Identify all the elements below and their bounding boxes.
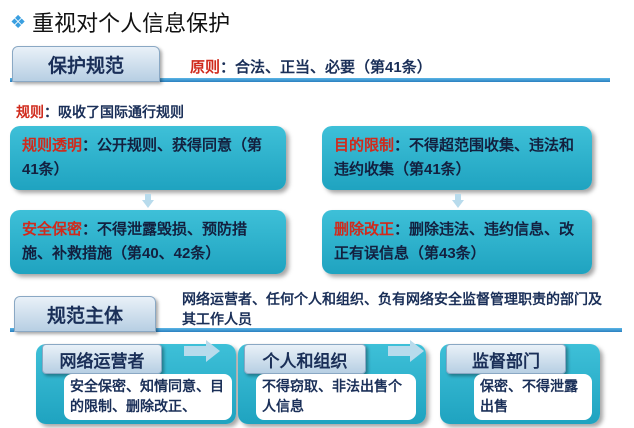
principle-text: ：合法、正当、必要（第41条） — [220, 59, 432, 76]
principle-label: 原则 — [190, 59, 221, 76]
subject-supervisor-label: 监督部门 — [472, 351, 540, 371]
section-underline — [10, 78, 610, 82]
subject-tab-label: 规范主体 — [46, 305, 123, 327]
subject-network-operator-label: 网络运营者 — [59, 351, 145, 371]
box-transparency: 规则透明：公开规则、获得同意（第41条） — [10, 126, 286, 190]
box-delete-correct: 删除改正：删除违法、违约信息、改正有误信息（第43条） — [322, 210, 592, 274]
subject-description: 网络运营者、任何个人和组织、负有网络安全监督管理职责的部门及其工作人员 — [182, 291, 602, 327]
principle-line: 原则：合法、正当、必要（第41条） — [190, 56, 432, 77]
box-security: 安全保密：不得泄露毁损、预防措施、补救措施（第40、42条） — [10, 210, 286, 274]
protect-section-tab: 保护规范 — [12, 46, 160, 82]
subject-network-operator-content: 安全保密、知情同意、目的限制、删除改正、 — [64, 374, 232, 420]
subject-supervisor-content: 保密、不得泄露出售 — [474, 374, 592, 420]
arrow-down-left-icon — [142, 194, 154, 208]
subject-network-operator-tab: 网络运营者 — [42, 344, 162, 374]
box-purpose-label: 目的限制 — [334, 137, 395, 154]
rule-note-label: 规则 — [16, 104, 44, 120]
page-title: ❖ 重视对个人信息保护 — [10, 6, 230, 38]
subject-individuals-label: 个人和组织 — [262, 351, 348, 371]
box-purpose-limit: 目的限制：不得超范围收集、违法和违约收集（第41条） — [322, 126, 592, 190]
box-transparency-text: ：公开规则、获得同意（第41条） — [22, 137, 263, 178]
protect-tab-label: 保护规范 — [47, 55, 124, 77]
subject-underline — [10, 328, 622, 332]
box-purpose-text: ：不得超范围收集、违法和违约收集（第41条） — [334, 137, 575, 178]
box-delete-text: ：删除违法、违约信息、改正有误信息（第43条） — [334, 221, 575, 262]
rule-note: 规则：吸收了国际通行规则 — [16, 102, 184, 122]
subject-individuals-tab: 个人和组织 — [244, 344, 366, 374]
arrow-right-1-icon — [184, 340, 220, 362]
subject-section-tab: 规范主体 — [14, 296, 156, 332]
page-title-text: 重视对个人信息保护 — [32, 11, 231, 36]
rule-note-text: ：吸收了国际通行规则 — [44, 104, 184, 120]
arrow-right-2-icon — [388, 340, 424, 362]
box-security-text: ：不得泄露毁损、预防措施、补救措施（第40、42条） — [22, 221, 248, 262]
box-security-label: 安全保密 — [22, 221, 83, 238]
subject-supervisor-tab: 监督部门 — [446, 344, 566, 374]
diamond-bullet-icon: ❖ — [10, 11, 27, 32]
arrow-down-right-icon — [452, 194, 464, 208]
subject-individuals-content: 不得窃取、非法出售个人信息 — [256, 374, 416, 420]
box-transparency-label: 规则透明 — [22, 137, 83, 154]
box-delete-label: 删除改正 — [334, 221, 395, 238]
